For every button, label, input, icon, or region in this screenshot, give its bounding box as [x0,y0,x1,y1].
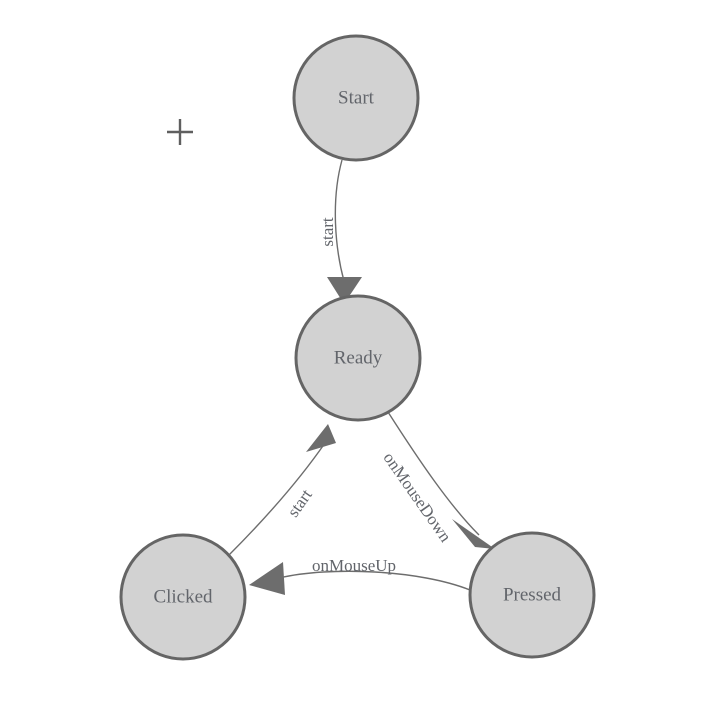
state-node-pressed[interactable]: Pressed [468,531,596,659]
edge-line-clicked-to-ready [227,442,326,557]
edge-label-onmouseup: onMouseUp [312,556,396,575]
arrowhead-pressed-to-clicked [249,562,285,595]
arrowhead-clicked-to-ready [306,424,336,452]
state-node-ready[interactable]: Ready [294,294,422,422]
arrowhead-ready-to-pressed [452,519,495,549]
state-node-start[interactable]: Start [292,34,420,162]
edge-label-onmousedown: onMouseDown [379,449,455,546]
edge-line-pressed-to-clicked [278,570,471,591]
state-circle-ready [294,294,422,422]
edge-start-to-ready[interactable]: start [318,159,362,304]
crosshair-icon [167,119,193,145]
edge-ready-to-pressed[interactable]: onMouseDown [379,411,495,549]
edge-clicked-to-ready[interactable]: start [227,424,336,557]
arrowhead-start-to-ready [327,277,362,304]
edge-line-start-to-ready [334,159,345,282]
edge-label-start: start [318,217,337,247]
edge-pressed-to-clicked[interactable]: onMouseUp [249,556,471,595]
state-node-clicked[interactable]: Clicked [119,533,247,661]
state-circle-start [292,34,420,162]
edge-line-ready-to-pressed [387,411,480,536]
state-circle-pressed [468,531,596,659]
state-circle-clicked [119,533,247,661]
